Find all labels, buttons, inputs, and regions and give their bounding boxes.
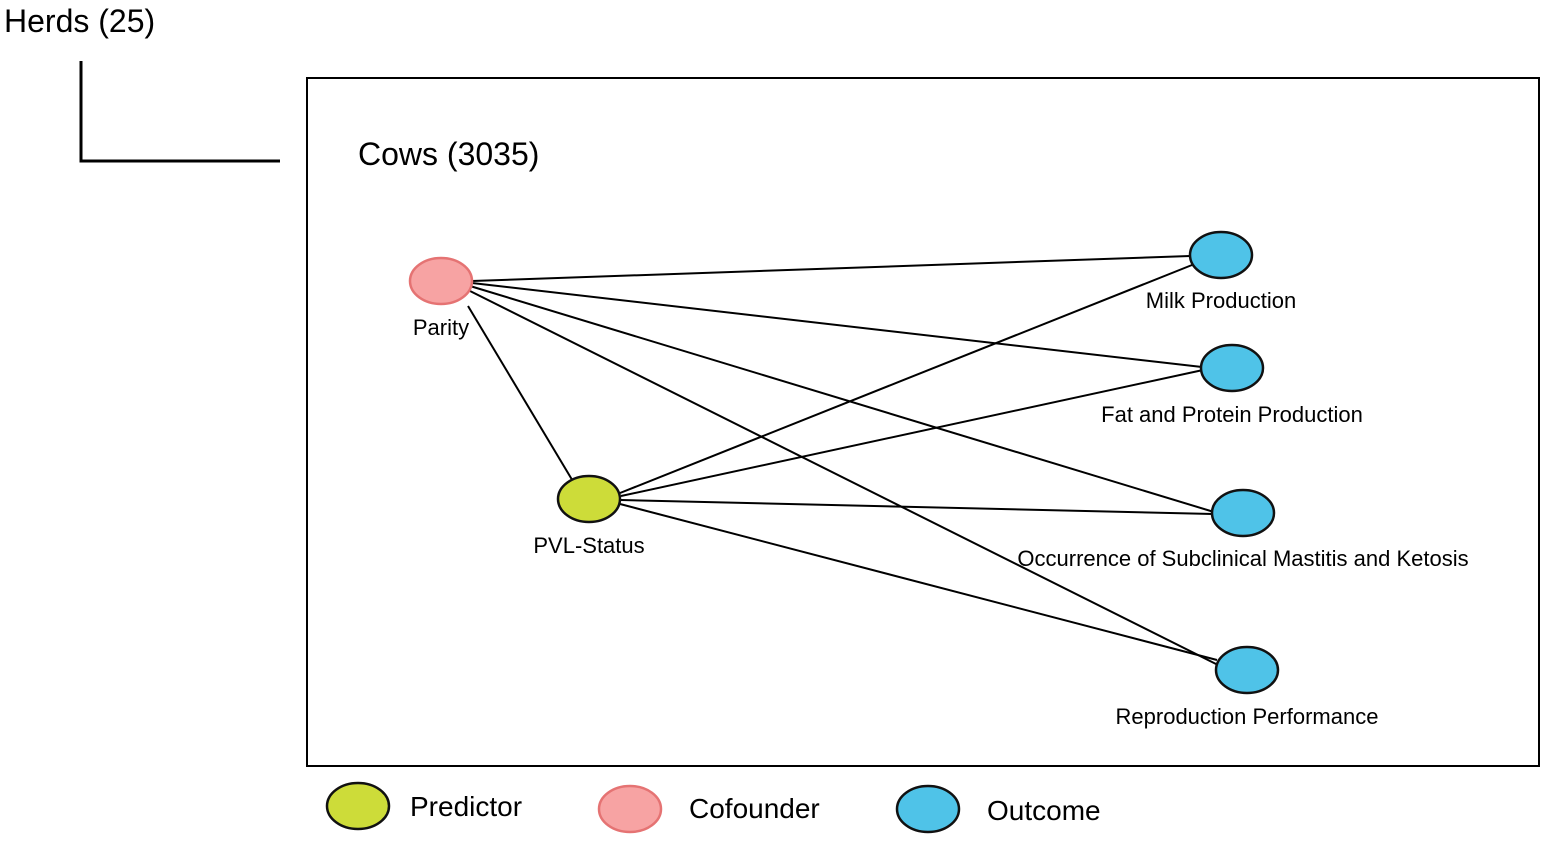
edge-parity-fat-protein	[471, 282, 1203, 368]
node-milk-production: Milk Production	[1146, 230, 1296, 313]
fat-protein-node-shape	[1199, 343, 1265, 393]
parity-label: Parity	[413, 315, 469, 340]
legend-item-predictor: Predictor	[325, 781, 522, 831]
legend-cofounder-swatch	[597, 784, 663, 834]
edges-group	[467, 255, 1221, 667]
level-connector-bracket	[79, 61, 280, 163]
reproduction-node-shape	[1214, 645, 1280, 695]
legend-predictor-swatch	[325, 781, 391, 831]
legend: Predictor Cofounder Outcome	[325, 781, 1101, 834]
node-mastitis-ketosis: Occurrence of Subclinical Mastitis and K…	[1017, 488, 1469, 571]
legend-outcome-swatch	[895, 784, 961, 834]
node-fat-protein: Fat and Protein Production	[1101, 343, 1363, 427]
edge-pvl-status-milk-production	[619, 264, 1193, 494]
legend-predictor-label: Predictor	[410, 791, 522, 822]
edge-parity-reproduction	[467, 289, 1221, 667]
legend-item-cofounder: Cofounder	[597, 784, 820, 834]
milk-production-label: Milk Production	[1146, 288, 1296, 313]
legend-outcome-label: Outcome	[987, 795, 1101, 826]
node-reproduction: Reproduction Performance	[1116, 645, 1379, 729]
edge-pvl-status-mastitis-ketosis	[620, 499, 1214, 515]
pvl-status-label: PVL-Status	[533, 533, 644, 558]
edge-parity-pvl-status	[467, 305, 575, 484]
edge-pvl-status-reproduction	[619, 503, 1218, 661]
pvl-status-node-shape	[556, 474, 622, 524]
legend-item-outcome: Outcome	[895, 784, 1101, 834]
herds-level-label: Herds (25)	[4, 3, 155, 39]
node-pvl-status: PVL-Status	[533, 474, 645, 558]
reproduction-label: Reproduction Performance	[1116, 704, 1379, 729]
node-parity: Parity	[408, 256, 474, 340]
edge-pvl-status-fat-protein	[620, 369, 1204, 497]
edge-parity-milk-production	[471, 255, 1191, 282]
parity-node-shape	[408, 256, 474, 306]
mastitis-ketosis-node-shape	[1210, 488, 1276, 538]
legend-cofounder-label: Cofounder	[689, 793, 820, 824]
cows-level-label: Cows (3035)	[358, 136, 539, 172]
mastitis-ketosis-label: Occurrence of Subclinical Mastitis and K…	[1017, 546, 1468, 571]
milk-production-node-shape	[1188, 230, 1254, 280]
cows-level-frame	[306, 77, 1540, 767]
fat-protein-label: Fat and Protein Production	[1101, 402, 1363, 427]
edge-parity-mastitis-ketosis	[469, 285, 1215, 513]
